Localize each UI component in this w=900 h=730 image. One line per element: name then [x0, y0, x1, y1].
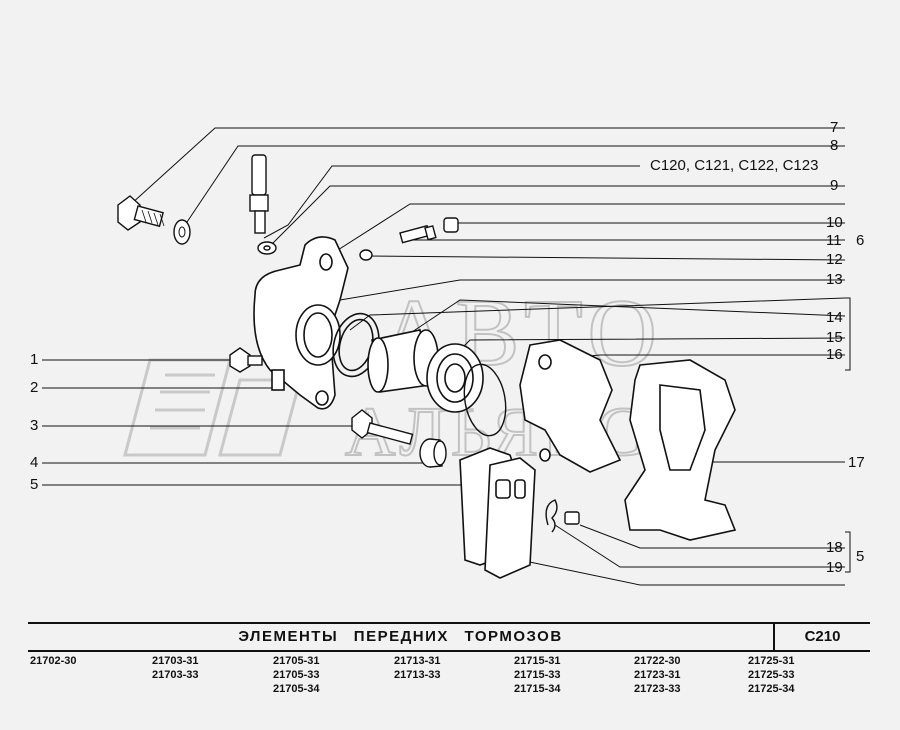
- model-code: 21715-31: [514, 655, 561, 667]
- model-code: 21702-30: [30, 655, 77, 667]
- callout-8: 8: [830, 137, 839, 154]
- page-code: C210: [804, 628, 841, 645]
- model-column: 21703-31 21703-33: [152, 654, 199, 682]
- group-label-6: 6: [856, 232, 865, 249]
- callout-11: 11: [826, 232, 842, 249]
- guide-bolt-part: [229, 347, 263, 373]
- model-column: 21705-31 21705-33 21705-34: [273, 654, 320, 696]
- model-list: 21702-30 21703-31 21703-33 21705-31 2170…: [0, 654, 900, 724]
- model-code: 21705-34: [273, 683, 320, 695]
- model-code: 21715-34: [514, 683, 561, 695]
- caliper-bracket: [519, 339, 622, 473]
- callout-5: 5: [30, 476, 39, 493]
- page-title: ЭЛЕМЕНТЫ ПЕРЕДНИХ ТОРМОЗОВ: [238, 628, 563, 645]
- callout-15: 15: [826, 329, 843, 346]
- group-label-5: 5: [856, 548, 865, 565]
- guide-boot-part: [419, 438, 447, 468]
- model-code: 21725-31: [748, 655, 795, 667]
- model-column: 21725-31 21725-33 21725-34: [748, 654, 795, 696]
- bleed-cap-group: [359, 217, 459, 261]
- model-code: 21722-30: [634, 655, 681, 667]
- brake-exploded-diagram: АВТО АЛЬЯНС: [42, 127, 851, 586]
- callout-9: 9: [830, 177, 839, 194]
- bolt-part: [117, 195, 165, 231]
- guide-pin-part: [351, 409, 414, 445]
- callout-18: 18: [826, 539, 843, 556]
- callout-19: 19: [826, 559, 843, 576]
- model-code: 21723-33: [634, 683, 681, 695]
- bleeder-valve: [249, 154, 277, 255]
- model-code: 21715-33: [514, 669, 561, 681]
- model-code: 21703-31: [152, 655, 199, 667]
- callout-16: 16: [826, 346, 843, 363]
- callout-c120-c123: C120, C121, C122, C123: [650, 157, 819, 174]
- callout-14: 14: [826, 309, 843, 326]
- model-code: 21705-33: [273, 669, 320, 681]
- dust-boot-part: [426, 343, 484, 413]
- model-code: 21725-34: [748, 683, 795, 695]
- model-code: 21703-33: [152, 669, 199, 681]
- model-code: 21705-31: [273, 655, 320, 667]
- title-divider: [773, 624, 775, 650]
- model-column: 21715-31 21715-33 21715-34: [514, 654, 561, 696]
- callout-4: 4: [30, 454, 39, 471]
- model-column: 21722-30 21723-31 21723-33: [634, 654, 681, 696]
- callout-17: 17: [848, 454, 865, 471]
- callout-12: 12: [826, 251, 843, 268]
- callout-3: 3: [30, 417, 39, 434]
- leader-lines: [42, 127, 851, 586]
- footer-title-bar: ЭЛЕМЕНТЫ ПЕРЕДНИХ ТОРМОЗОВ C210: [28, 622, 870, 652]
- pad-bolt-part: [564, 511, 580, 525]
- callout-2: 2: [30, 379, 39, 396]
- callout-13: 13: [826, 271, 843, 288]
- callout-7: 7: [830, 119, 839, 136]
- retaining-ring: [463, 363, 507, 437]
- model-column: 21713-31 21713-33: [394, 654, 441, 682]
- model-code: 21713-33: [394, 669, 441, 681]
- callout-1: 1: [30, 351, 39, 368]
- spring-clip-part: [545, 499, 558, 533]
- model-column: 21702-30: [30, 654, 77, 668]
- model-code: 21723-31: [634, 669, 681, 681]
- model-code: 21713-31: [394, 655, 441, 667]
- brake-pads: [459, 447, 536, 579]
- anchor-bracket: [624, 359, 737, 541]
- caliper-body: [253, 236, 349, 410]
- callout-10: 10: [826, 214, 843, 231]
- model-code: 21725-33: [748, 669, 795, 681]
